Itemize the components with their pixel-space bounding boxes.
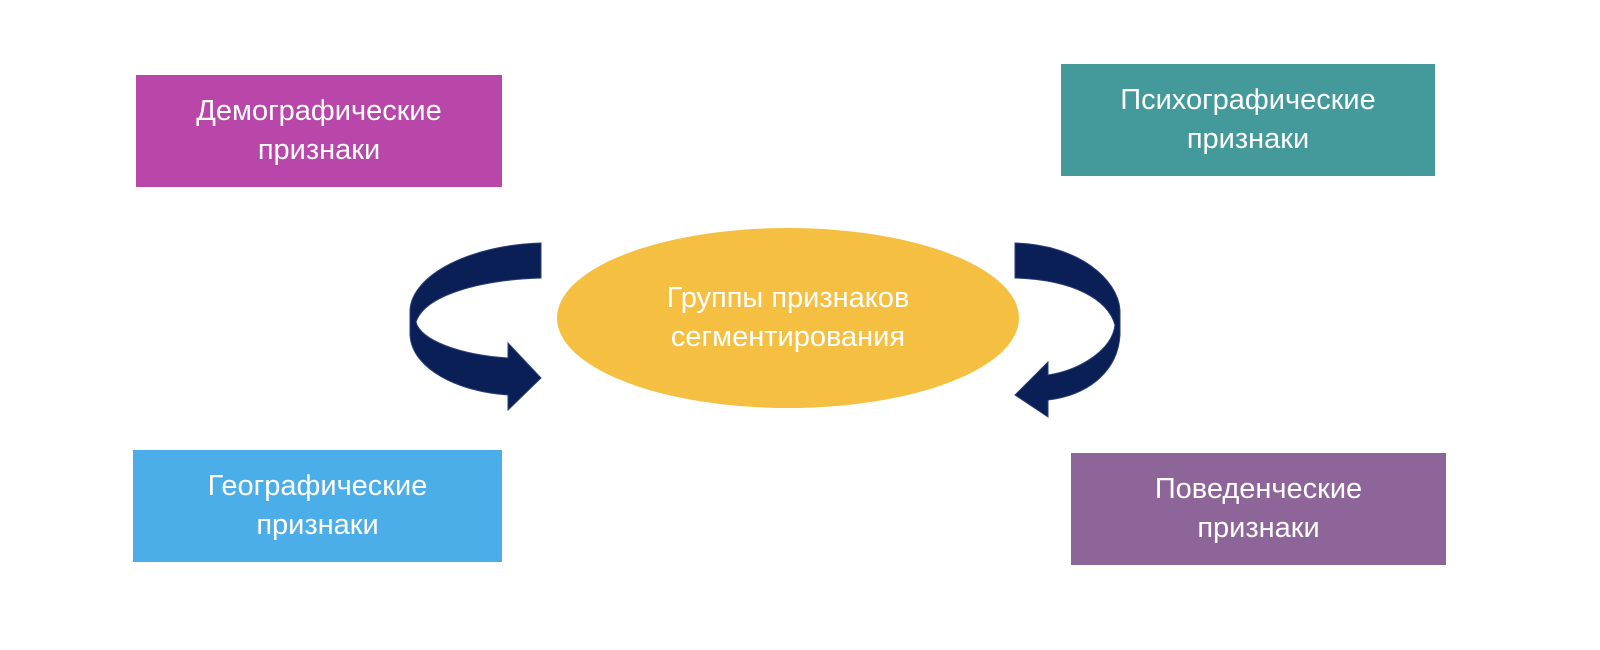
right-curved-arrow-icon — [1014, 242, 1121, 418]
behavioral-line1: Поведенческие — [1154, 473, 1363, 505]
psychographic-line2: признаки — [1186, 123, 1310, 155]
psychographic-box: Психографические признаки — [1061, 64, 1435, 176]
center-label: Группы признаков сегментирования — [557, 228, 1019, 408]
demographic-box: Демографические признаки — [136, 75, 502, 187]
center-label-line2: сегментирования — [670, 321, 906, 353]
center-ellipse — [557, 228, 1019, 408]
geographic-box: Географические признаки — [133, 450, 502, 562]
center-label-line1: Группы признаков — [666, 282, 910, 314]
behavioral-box: Поведенческие признаки — [1071, 453, 1446, 565]
psychographic-line1: Психографические — [1120, 84, 1376, 116]
demographic-line1: Демографические — [196, 95, 442, 127]
geographic-line2: признаки — [256, 509, 379, 541]
demographic-line2: признаки — [257, 134, 381, 166]
behavioral-line2: признаки — [1197, 512, 1320, 544]
geographic-line1: Географические — [207, 470, 428, 502]
left-curved-arrow-icon — [409, 242, 542, 412]
